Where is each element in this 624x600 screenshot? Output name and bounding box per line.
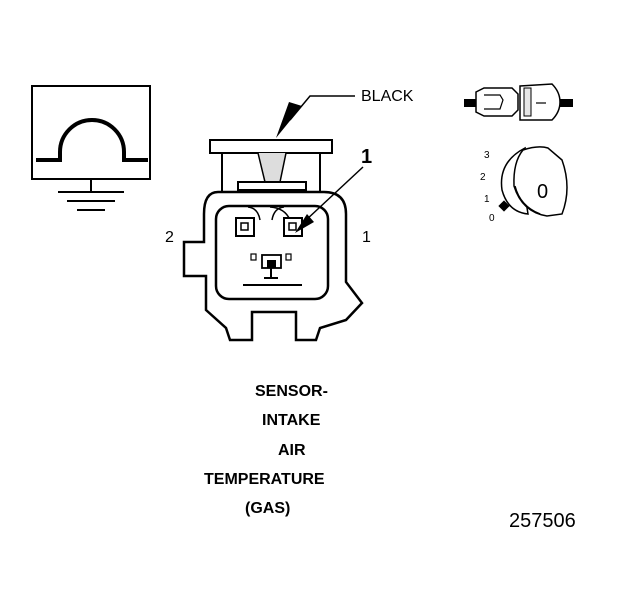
ohmmeter-symbol <box>31 85 151 211</box>
caption-line-1: SENSOR- <box>255 383 328 400</box>
pin-callout-label: 1 <box>361 146 372 168</box>
leader-arrow-icon <box>276 95 355 138</box>
knob-value: 0 <box>537 181 548 203</box>
plug-adapter-icon <box>464 83 573 121</box>
pin-callout-arrow <box>295 166 364 233</box>
caption-line-5: (GAS) <box>245 500 290 517</box>
figure-number: 257506 <box>509 510 576 532</box>
ohm-symbol-icon <box>36 118 148 162</box>
terminal-2 <box>235 217 255 237</box>
connector-face <box>182 139 364 342</box>
left-cavity-label: 2 <box>165 229 174 246</box>
caption-line-2: INTAKE <box>262 412 321 429</box>
scale-tick-2: 2 <box>480 172 486 183</box>
ground-icon <box>58 179 124 211</box>
keying-post <box>243 253 302 286</box>
scale-tick-3: 3 <box>484 150 490 161</box>
caption-line-3: AIR <box>278 442 306 459</box>
connector-color-label: BLACK <box>361 88 414 105</box>
right-cavity-label: 1 <box>362 229 371 246</box>
selector-knob-icon: 3 2 1 0 0 <box>480 146 568 224</box>
component-caption: SENSOR- INTAKE AIR TEMPERATURE (GAS) <box>204 383 328 517</box>
caption-line-4: TEMPERATURE <box>204 471 325 488</box>
scale-tick-0: 0 <box>489 213 495 224</box>
scale-tick-1: 1 <box>484 194 490 205</box>
connector-lock-tab <box>209 139 333 154</box>
